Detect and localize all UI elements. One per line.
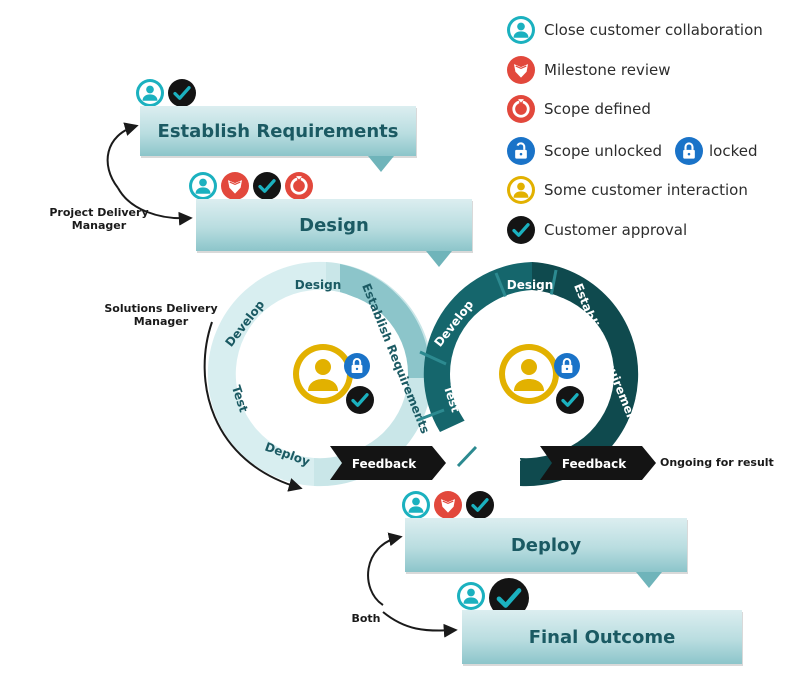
cycle-ring xyxy=(520,262,639,487)
both-note: Both xyxy=(351,612,381,625)
legend-label: Some customer interaction xyxy=(544,181,748,199)
segment-label: Design xyxy=(295,278,342,292)
legend-item: Scope unlocked locked xyxy=(507,136,757,166)
legend-item: Milestone review xyxy=(507,55,671,85)
scope-locked-icon xyxy=(554,353,580,379)
stage-banner: Establish Requirements xyxy=(140,106,416,156)
feedback-label: Feedback xyxy=(562,457,627,471)
legend-label: Scope unlocked xyxy=(544,142,662,160)
cycle-ring-half xyxy=(207,261,326,486)
legend-label: Milestone review xyxy=(544,61,671,79)
ongoing-note: Ongoing for result xyxy=(660,456,774,469)
customer-approval-icon xyxy=(346,386,374,414)
project-delivery-manager-note: Project Delivery Manager xyxy=(49,206,149,232)
cycle-ring-half xyxy=(423,262,532,432)
connector-arrow xyxy=(203,321,303,492)
cycle-right: Design Establish Requirements Develop Te… xyxy=(417,262,656,487)
connector-arrow xyxy=(382,611,458,638)
connector-arrow xyxy=(106,122,139,189)
customer-interaction-icon xyxy=(293,344,353,404)
banner-pointer xyxy=(426,251,452,267)
banner-pointer xyxy=(636,572,662,588)
legend-label: locked xyxy=(708,142,758,160)
feedback-label: Feedback xyxy=(352,457,417,471)
stage-banner: Deploy xyxy=(405,518,687,572)
legend-item: Close customer collaboration xyxy=(507,15,763,45)
stage-title: Final Outcome xyxy=(528,626,676,648)
cycle-separators xyxy=(417,269,558,468)
banner-pointer xyxy=(368,156,394,172)
legend-label: Customer approval xyxy=(544,221,688,239)
scope-locked-icon xyxy=(344,353,370,379)
legend-item: Some customer interaction xyxy=(507,175,748,205)
legend-label: Scope defined xyxy=(544,100,651,118)
connector-arrow xyxy=(367,532,403,606)
customer-interaction-icon xyxy=(499,344,559,404)
feedback-arrow xyxy=(540,446,656,480)
stage-title: Design xyxy=(299,214,369,236)
customer-approval-icon xyxy=(556,386,584,414)
stage-title: Establish Requirements xyxy=(157,120,399,142)
legend-item: Scope defined xyxy=(507,94,651,124)
connector-arrow xyxy=(117,187,193,226)
solutions-delivery-manager-note: Solutions Delivery Manager xyxy=(104,302,218,328)
legend-label: Close customer collaboration xyxy=(544,21,763,39)
stage-banner: Final Outcome xyxy=(462,610,742,664)
segment-label: Design xyxy=(507,278,554,292)
feedback-arrow xyxy=(330,446,446,480)
legend-item: Customer approval xyxy=(507,215,687,245)
stage-banner: Design xyxy=(196,199,472,251)
stage-title: Deploy xyxy=(510,534,582,556)
cycle-left: Design Establish Requirements Develop Te… xyxy=(207,261,446,487)
